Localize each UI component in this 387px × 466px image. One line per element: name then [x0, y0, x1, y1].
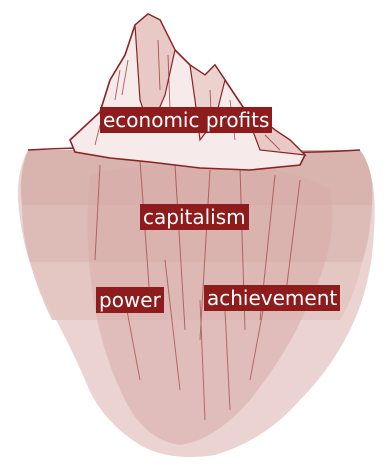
label-power: power: [96, 287, 164, 313]
label-achievement: achievement: [204, 285, 341, 311]
label-economic-profits: economic profits: [100, 107, 273, 133]
iceberg-tip: [69, 13, 307, 171]
label-capitalism: capitalism: [140, 204, 249, 230]
